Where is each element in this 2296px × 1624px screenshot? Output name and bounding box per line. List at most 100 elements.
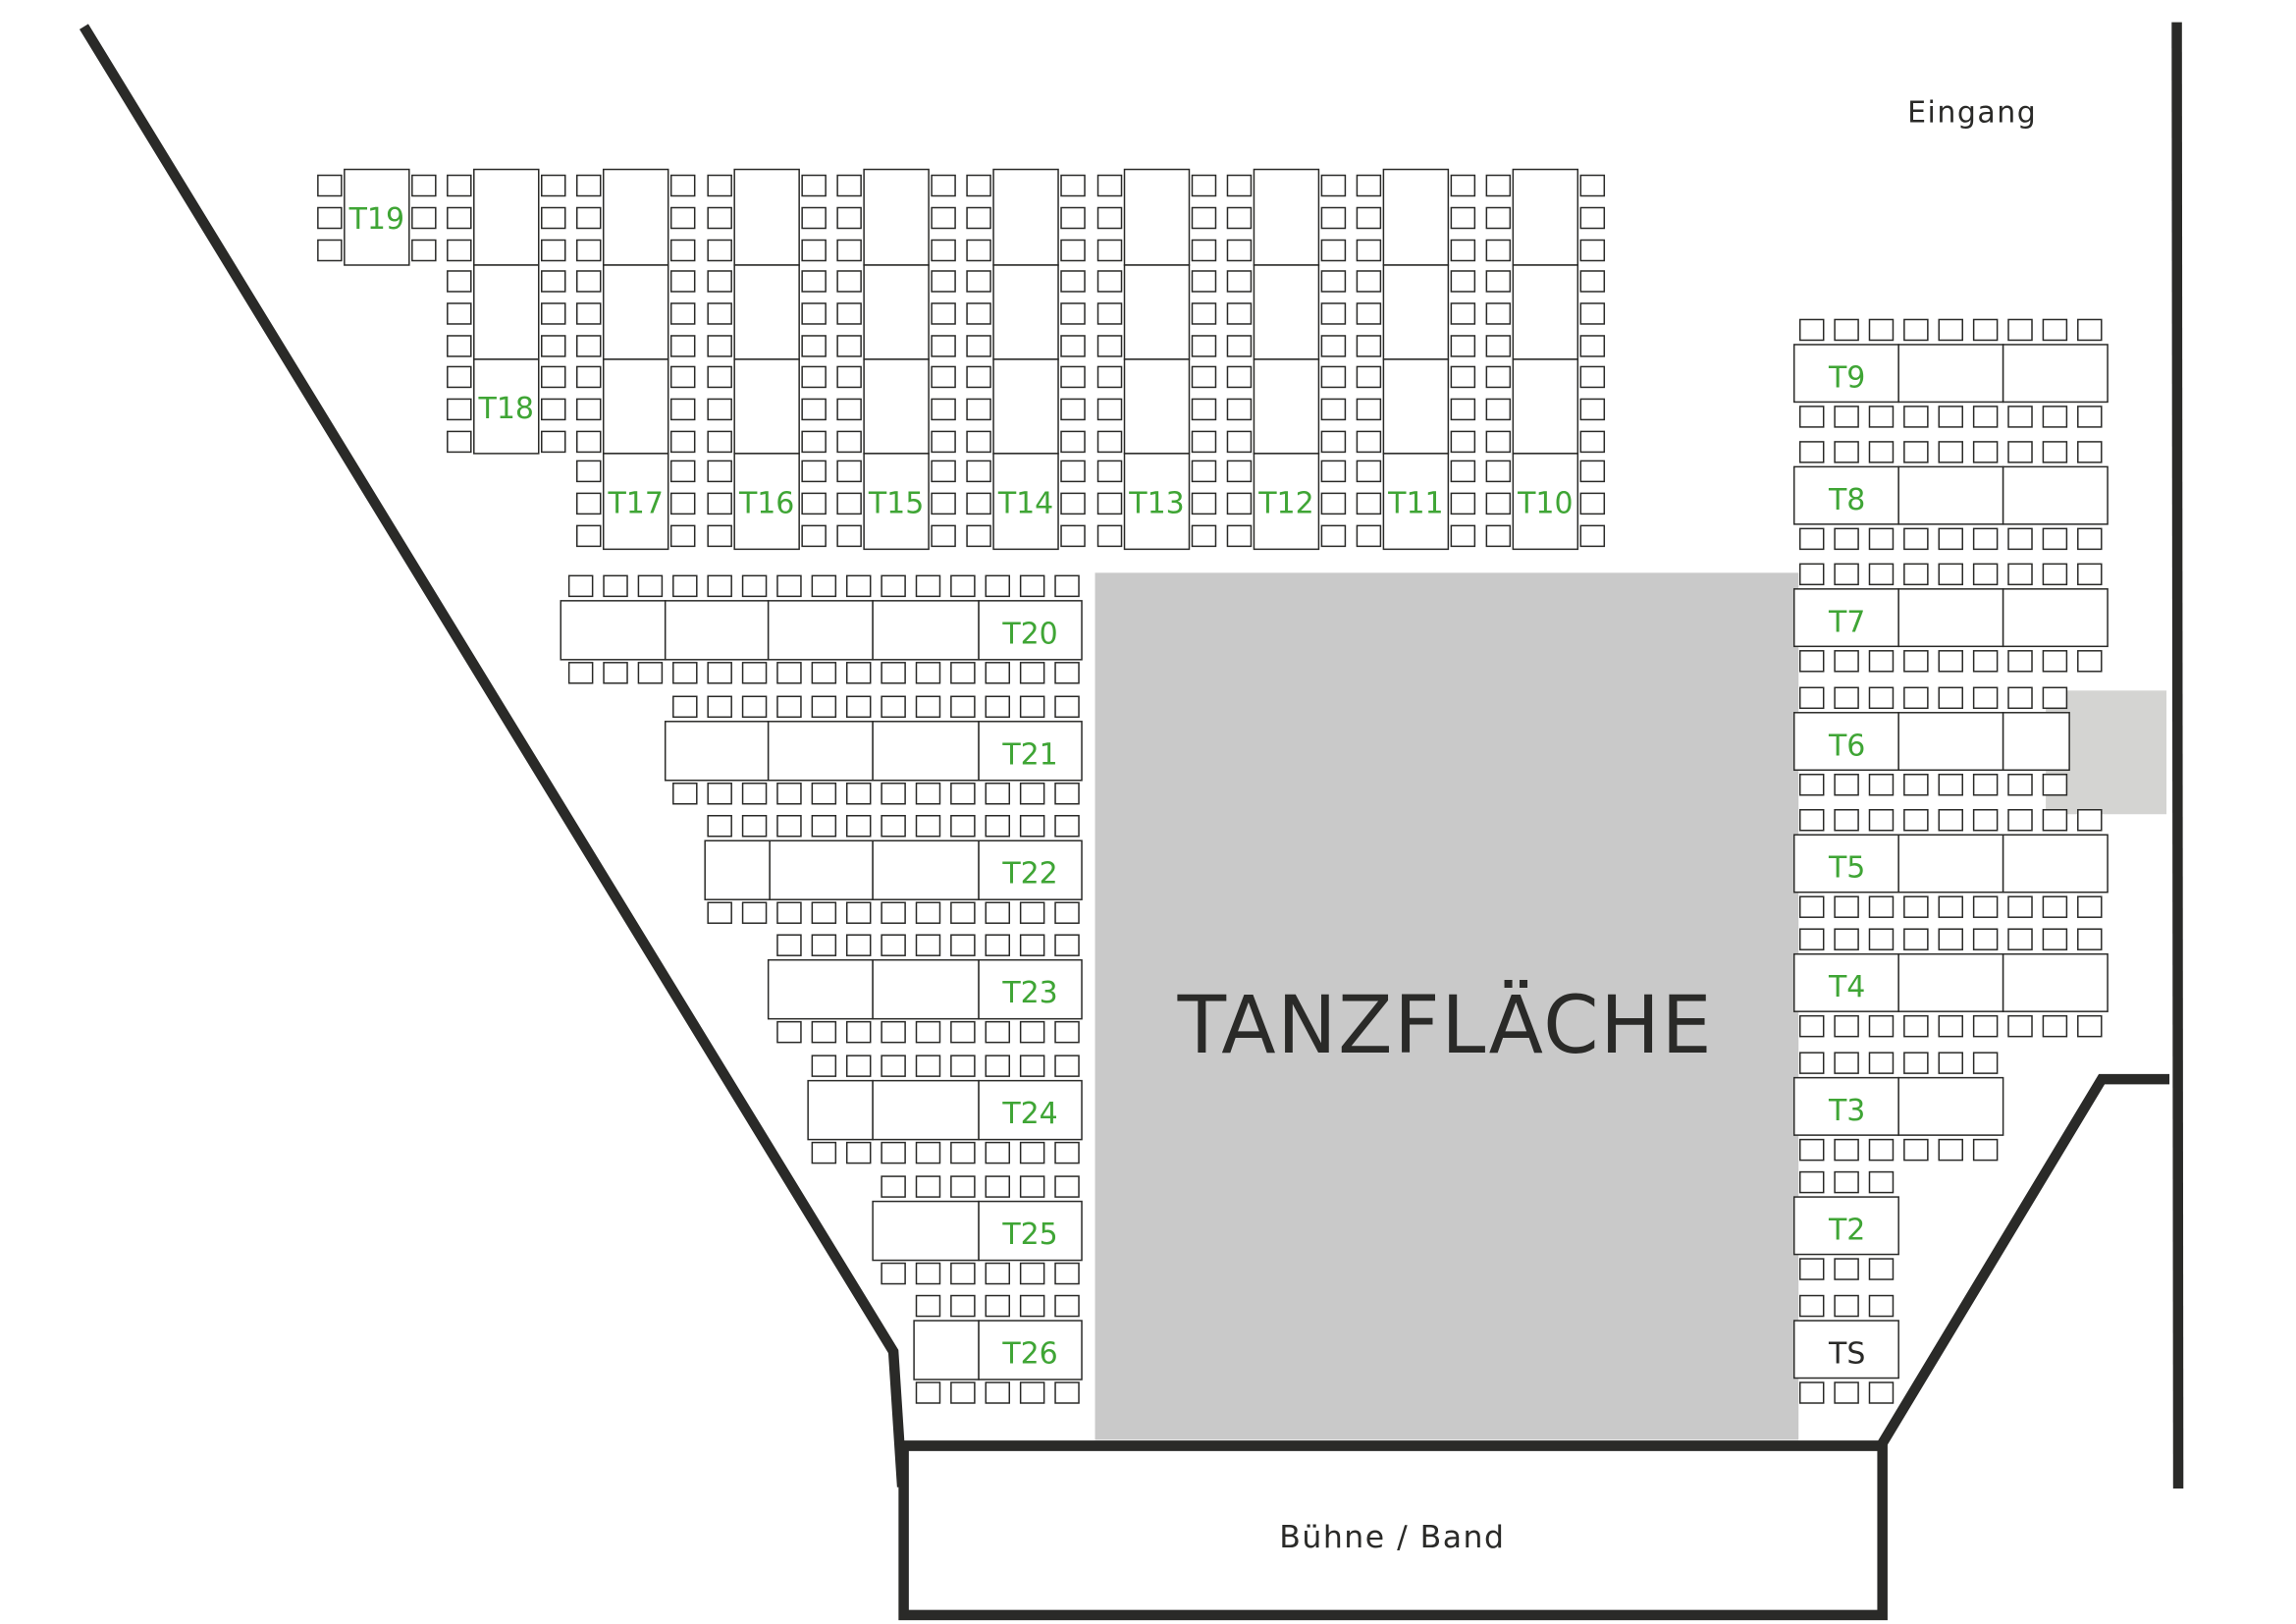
chair	[1834, 1258, 1859, 1280]
table-segment	[1792, 712, 1899, 772]
chair	[1226, 302, 1253, 325]
chair	[1450, 270, 1476, 293]
chair	[1798, 809, 1825, 832]
chair	[669, 365, 696, 389]
chair	[1972, 318, 1999, 342]
chair	[1191, 524, 1217, 548]
table-segment	[1123, 168, 1191, 266]
table-segment	[1897, 465, 2004, 525]
chair	[811, 1055, 837, 1077]
chair	[317, 239, 343, 262]
chair	[575, 302, 602, 325]
chair	[541, 335, 566, 357]
chair	[1320, 492, 1347, 515]
chair	[1060, 398, 1086, 421]
chair	[575, 460, 602, 483]
table-segment	[1382, 168, 1450, 266]
chair	[2007, 1014, 2033, 1038]
chair	[707, 430, 732, 454]
chair	[1938, 650, 1963, 673]
chair	[1972, 1052, 1999, 1074]
table-segment	[733, 358, 800, 455]
chair	[1868, 1170, 1895, 1194]
chair	[776, 783, 802, 805]
chair	[1579, 460, 1606, 483]
chair	[1096, 239, 1123, 262]
chair	[950, 662, 976, 684]
chair	[1579, 492, 1606, 515]
chair	[1834, 441, 1859, 463]
chair	[915, 1262, 941, 1285]
table-segment	[769, 839, 874, 900]
chair	[1868, 1014, 1895, 1038]
chair	[1972, 774, 1999, 796]
chair	[845, 662, 872, 684]
chair	[1903, 527, 1929, 551]
chair	[1450, 206, 1476, 230]
chair	[1054, 1055, 1080, 1077]
chair	[1356, 492, 1382, 515]
chair	[1096, 398, 1123, 421]
chair	[811, 901, 837, 924]
chair	[541, 430, 566, 454]
chair	[1798, 1294, 1825, 1318]
chair	[1019, 1381, 1045, 1404]
chair	[1834, 809, 1859, 832]
chair	[915, 1141, 941, 1164]
chair	[447, 206, 472, 230]
chair	[707, 783, 732, 805]
chair	[1320, 430, 1347, 454]
chair	[707, 524, 732, 548]
chair	[1972, 563, 1999, 586]
chair	[2077, 406, 2103, 428]
chair	[845, 934, 872, 956]
table-segment	[473, 264, 540, 360]
table-segment	[602, 453, 669, 551]
chair	[447, 239, 472, 262]
chair	[1868, 563, 1895, 586]
chair	[669, 239, 696, 262]
table-segment	[2002, 712, 2070, 772]
chair	[2007, 406, 2033, 428]
chair	[1834, 563, 1859, 586]
chair	[672, 783, 698, 805]
chair	[1191, 174, 1217, 197]
chair	[1019, 1020, 1045, 1044]
chair	[776, 814, 802, 838]
chair	[1054, 695, 1080, 719]
chair	[1226, 335, 1253, 357]
chair	[1834, 1381, 1859, 1404]
chair	[1096, 492, 1123, 515]
chair	[1356, 174, 1382, 197]
chair	[776, 695, 802, 719]
chair	[1834, 1138, 1859, 1162]
chair	[1356, 270, 1382, 293]
chair	[1938, 1052, 1963, 1074]
chair	[1972, 441, 1999, 463]
chair	[950, 1020, 976, 1044]
chair	[2042, 527, 2068, 551]
chair	[1903, 318, 1929, 342]
chair	[1191, 335, 1217, 357]
table-label: T13	[1128, 487, 1184, 521]
chair	[1191, 365, 1217, 389]
chair	[836, 270, 862, 293]
chair	[950, 814, 976, 838]
table-segment	[863, 453, 930, 551]
chair	[931, 174, 956, 197]
chair	[567, 574, 594, 598]
table-segment	[978, 1320, 1083, 1380]
chair	[845, 574, 872, 598]
chair	[1485, 302, 1512, 325]
table-segment	[872, 1079, 980, 1141]
chair	[2042, 895, 2068, 918]
chair	[985, 695, 1011, 719]
chair	[1019, 934, 1045, 956]
chair	[1972, 1138, 1999, 1162]
chair	[541, 174, 566, 197]
table-segment	[992, 453, 1059, 551]
chair	[811, 814, 837, 838]
chair	[1903, 1052, 1929, 1074]
chair	[1868, 406, 1895, 428]
table-segment	[1897, 588, 2004, 648]
